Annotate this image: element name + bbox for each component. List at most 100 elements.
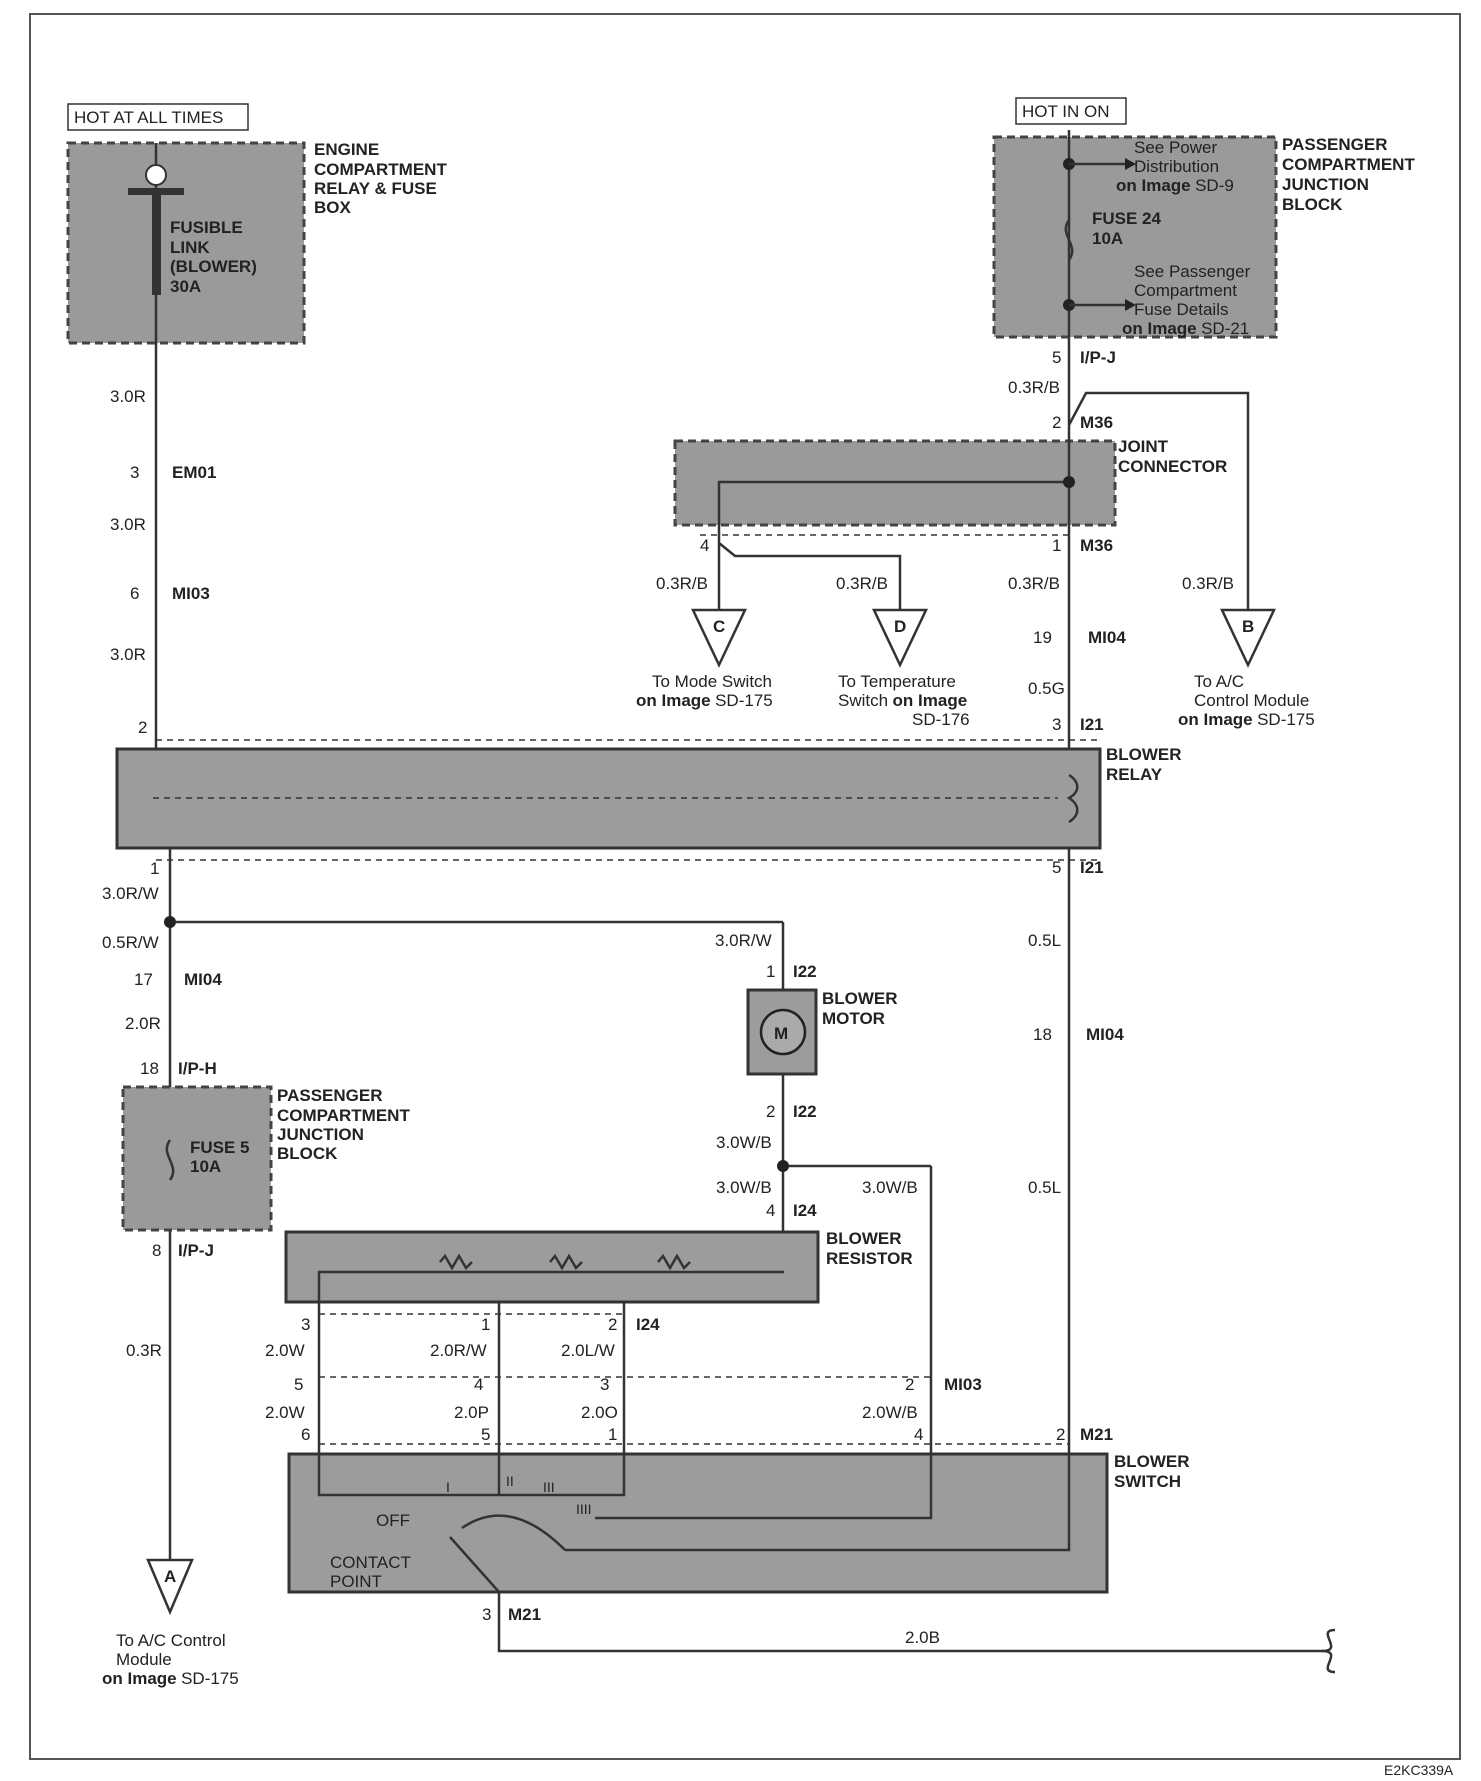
i22-top-pin: 1 — [766, 962, 775, 981]
wire-label: 2.0B — [905, 1628, 940, 1647]
wire-label: 2.0P — [454, 1403, 489, 1422]
i24-bottom-pin-2: 2 — [608, 1315, 617, 1334]
mi04-left-code: MI04 — [184, 970, 222, 989]
i21-bottom-pin: 5 — [1052, 858, 1061, 877]
blower-relay-label: BLOWER RELAY — [1106, 745, 1186, 784]
blower-switch-box — [287, 1452, 1109, 1594]
fuse-5-symbol — [165, 1139, 175, 1181]
see-passenger-ref: on Image SD-21 — [1122, 319, 1249, 338]
relay-coil — [1066, 773, 1079, 824]
m21-top-pin-4: 4 — [914, 1425, 923, 1444]
dest-a-text: To A/C Control Module — [116, 1631, 230, 1669]
mi04-left-pin: 17 — [134, 970, 153, 989]
i22-bottom-code: I22 — [793, 1102, 817, 1121]
wire-label: 2.0O — [581, 1403, 618, 1422]
see-power-note: See Power Distribution — [1134, 138, 1222, 176]
dest-c-letter: C — [713, 617, 725, 636]
see-power-ref: on Image SD-9 — [1116, 176, 1234, 195]
switch-position-1: I — [446, 1479, 450, 1495]
fusible-link-symbol — [128, 164, 184, 295]
fuse-24-symbol — [1064, 219, 1074, 261]
m21-top-pin-6: 6 — [301, 1425, 310, 1444]
ipj-right-code: I/P-J — [1080, 348, 1116, 367]
ipj-left-code: I/P-J — [178, 1241, 214, 1260]
em01-code: EM01 — [172, 463, 216, 482]
wire-label: 0.5R/W — [102, 933, 159, 952]
m36-top-pin: 2 — [1052, 413, 1061, 432]
m21-bottom-pin: 3 — [482, 1605, 491, 1624]
dest-c-triangle — [691, 608, 747, 668]
i21-top-pin: 3 — [1052, 715, 1061, 734]
switch-position-3: III — [543, 1479, 555, 1495]
wire-label: 0.5L — [1028, 1178, 1061, 1197]
dest-d-letter: D — [894, 617, 906, 636]
wire-label: 0.3R/B — [1008, 378, 1060, 397]
motor-symbol: M — [774, 1024, 788, 1043]
hot-in-on-frame — [1015, 97, 1127, 125]
mi04-lower-code: MI04 — [1086, 1025, 1124, 1044]
wire-label: 0.3R/B — [1182, 574, 1234, 593]
note-arrows — [1069, 158, 1136, 311]
splice-dot — [164, 916, 176, 928]
em01-pin: 3 — [130, 463, 139, 482]
wire-label: 0.3R/B — [656, 574, 708, 593]
mi03-top-pin: 6 — [130, 584, 139, 603]
connector-dashes — [156, 534, 1100, 1445]
mi03-lower-code: MI03 — [944, 1375, 982, 1394]
dest-d-image: SD-176 — [912, 710, 970, 729]
blower-resistor-box — [284, 1230, 820, 1304]
motor-circle — [759, 1008, 807, 1056]
blower-switch-label: BLOWER SWITCH — [1114, 1452, 1194, 1491]
wires — [153, 130, 1336, 1674]
wire-label: 2.0L/W — [561, 1341, 615, 1360]
relay-out-pin: 1 — [150, 859, 159, 878]
pcjb-bottom-label: PASSENGER COMPARTMENT JUNCTION BLOCK — [277, 1086, 415, 1163]
dest-c-ref: on Image SD-175 — [636, 691, 773, 710]
hot-at-all-times-label: HOT AT ALL TIMES — [74, 108, 223, 127]
i24-bottom-pin-1: 1 — [481, 1315, 490, 1334]
wire-label: 2.0W/B — [862, 1403, 918, 1422]
fuse-5-label: FUSE 5 10A — [190, 1138, 254, 1176]
dest-d-triangle — [872, 608, 928, 668]
pcjb-top-box — [992, 135, 1278, 339]
m36-bottom-code: M36 — [1080, 536, 1113, 555]
dest-b-letter: B — [1242, 617, 1254, 636]
dest-b-triangle — [1220, 608, 1276, 668]
dest-b-ref: on Image SD-175 — [1178, 710, 1315, 729]
i22-bottom-pin: 2 — [766, 1102, 775, 1121]
mi04-lower-pin: 18 — [1033, 1025, 1052, 1044]
mi03-lower-pin-4: 4 — [474, 1375, 483, 1394]
hot-in-on-label: HOT IN ON — [1022, 102, 1110, 121]
i22-top-code: I22 — [793, 962, 817, 981]
m21-bottom-code: M21 — [508, 1605, 541, 1624]
contact-point-label: CONTACT POINT — [330, 1553, 415, 1591]
wire-label: 3.0R — [110, 387, 146, 406]
wire-label: 3.0R/W — [102, 884, 159, 903]
resistor-elements — [439, 1253, 691, 1271]
ipj-right-pin: 5 — [1052, 348, 1061, 367]
dest-a-letter: A — [164, 1567, 176, 1586]
switch-position-4: IIII — [576, 1501, 592, 1517]
wire-label: 3.0R — [110, 515, 146, 534]
engine-compartment-box — [66, 141, 306, 345]
m21-top-code: M21 — [1080, 1425, 1113, 1444]
m36-pin4: 4 — [700, 536, 709, 555]
figure-id: E2KC339A — [1384, 1762, 1454, 1778]
dest-b-text: To A/C Control Module — [1194, 672, 1309, 710]
fuse-24-label: FUSE 24 10A — [1092, 209, 1166, 248]
blower-motor-label: BLOWER MOTOR — [822, 989, 902, 1028]
dest-d-ref: Switch on Image — [838, 691, 967, 710]
wire-label: 2.0R — [125, 1014, 161, 1033]
see-passenger-note: See Passenger Compartment Fuse Details — [1134, 262, 1255, 319]
wire-label: 0.3R — [126, 1341, 162, 1360]
m21-top-pin-2: 2 — [1056, 1425, 1065, 1444]
iph-code: I/P-H — [178, 1059, 217, 1078]
wire-label: 0.3R/B — [1008, 574, 1060, 593]
dest-d-text: To Temperature — [838, 672, 956, 691]
wire-label: 3.0R — [110, 645, 146, 664]
dest-a-ref: on Image SD-175 — [102, 1669, 239, 1688]
iph-pin: 18 — [140, 1059, 159, 1078]
wire-label: 0.3R/B — [836, 574, 888, 593]
dest-a-triangle — [146, 1558, 194, 1616]
